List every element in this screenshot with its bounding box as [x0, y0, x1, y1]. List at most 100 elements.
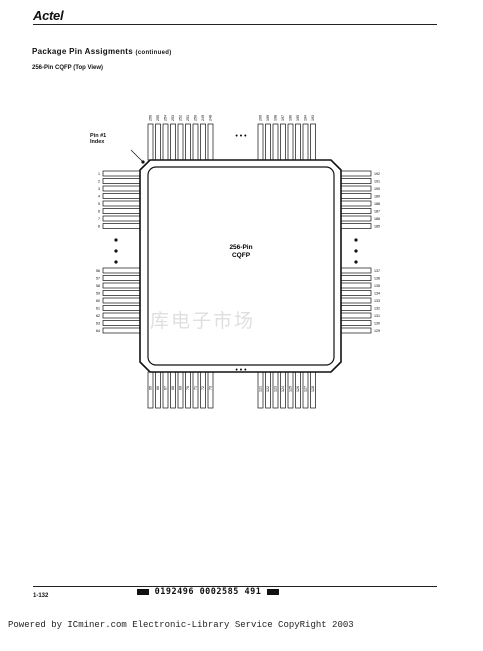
pin-label: 2	[98, 180, 100, 184]
pin-lead	[340, 178, 372, 184]
pin-label: 62	[96, 314, 100, 318]
pin-label: 121	[259, 386, 263, 392]
pin-label: 255	[156, 115, 160, 121]
pin-lead	[102, 178, 141, 184]
pin-label: 71	[194, 386, 198, 390]
pin-label: 137	[374, 269, 380, 273]
pin-label: 67	[164, 386, 168, 390]
pin-label: 250	[194, 115, 198, 121]
pin-lead	[340, 215, 372, 222]
pin-lead	[340, 312, 372, 319]
pin-label: 127	[304, 386, 308, 392]
center-label-line1: 256-Pin	[229, 244, 252, 251]
pin-label: 3	[98, 187, 100, 191]
pin1-leader-line	[130, 149, 143, 162]
pin-label: 189	[374, 195, 380, 199]
pin-lead	[310, 123, 316, 161]
watermark: 库电子市场	[150, 310, 256, 332]
pin-lead	[155, 123, 161, 161]
pin-label: 133	[374, 299, 380, 303]
pin-label: 187	[374, 210, 380, 214]
pin-lead	[177, 123, 184, 161]
pin-label: 192	[374, 172, 380, 176]
pin-lead	[340, 223, 372, 229]
pin-label: 122	[266, 386, 270, 392]
pin-lead	[272, 123, 279, 161]
pin-label: 196	[289, 115, 293, 121]
pin-label: 8	[98, 225, 100, 229]
pin-label: 256	[149, 115, 153, 121]
pin-label: 252	[179, 115, 183, 121]
pin-label: 134	[374, 292, 380, 296]
pin-label: 132	[374, 307, 380, 311]
pin-lead	[287, 123, 294, 161]
pin-lead	[340, 170, 372, 177]
pin-lead	[340, 290, 372, 296]
pin-label: 249	[201, 115, 205, 121]
pin-label: 251	[186, 115, 190, 121]
pin-label: 131	[374, 314, 380, 318]
pin-label: 61	[96, 307, 100, 311]
package-outline	[139, 159, 342, 373]
pin-lead	[340, 297, 372, 304]
pin-lead	[102, 170, 141, 177]
pin-lead	[340, 320, 372, 326]
pin-label: 199	[266, 115, 270, 121]
pin-label: 1	[98, 172, 100, 176]
footer-rule	[33, 586, 437, 587]
pin-label: 130	[374, 322, 380, 326]
barcode-block-left	[137, 588, 149, 595]
pin-label: 248	[209, 115, 213, 121]
pin-lead	[102, 185, 141, 192]
page-number: 1-132	[33, 593, 49, 599]
pin-label: 69	[179, 386, 183, 390]
pin-label: 68	[171, 386, 175, 390]
pin-lead	[340, 200, 372, 207]
pin-label: 73	[209, 386, 213, 390]
pin-label: 254	[164, 115, 168, 121]
pin-lead	[102, 267, 141, 274]
pin-lead	[102, 223, 141, 229]
pin-label: 58	[96, 284, 100, 288]
pin-lead	[340, 327, 372, 334]
pin-label: 129	[374, 329, 380, 333]
pin-lead	[340, 305, 372, 311]
pin-leads	[102, 123, 372, 409]
pin1-index-label: Pin #1 Index	[90, 133, 107, 145]
pin-label: 185	[374, 225, 380, 229]
diagram-subtitle: 256-Pin CQFP (Top View)	[32, 65, 104, 71]
pin-lead	[340, 275, 372, 281]
pin-lead	[302, 123, 309, 161]
pin-lead	[102, 282, 141, 289]
pin-lead	[162, 123, 169, 161]
pin-lead	[295, 123, 301, 161]
pin-label: 124	[281, 386, 285, 392]
pin-lead	[340, 185, 372, 192]
pin-lead	[340, 193, 372, 199]
right-ellipsis	[354, 238, 358, 264]
pin-label: 59	[96, 292, 100, 296]
pin-lead	[265, 123, 271, 161]
page-title: Package Pin Assigments (continued)	[32, 47, 172, 56]
barcode-block-right	[266, 588, 279, 595]
pin-label: 190	[374, 187, 380, 191]
pin-label: 197	[281, 115, 285, 121]
pin-label: 6	[98, 210, 100, 214]
pin-label: 63	[96, 322, 100, 326]
pin-label: 125	[289, 386, 293, 392]
pin-lead	[102, 208, 141, 214]
pin-lead	[102, 297, 141, 304]
pin-lead	[102, 305, 141, 311]
pin-lead	[102, 312, 141, 319]
pin-lead	[192, 123, 199, 161]
pin-lead	[340, 208, 372, 214]
pin-label: 198	[274, 115, 278, 121]
pin-lead	[102, 320, 141, 326]
pin-lead	[340, 267, 372, 274]
pin-label: 66	[156, 386, 160, 390]
pin-label: 136	[374, 277, 380, 281]
actel-logo: Actel	[33, 8, 64, 23]
pin-label: 60	[96, 299, 100, 303]
